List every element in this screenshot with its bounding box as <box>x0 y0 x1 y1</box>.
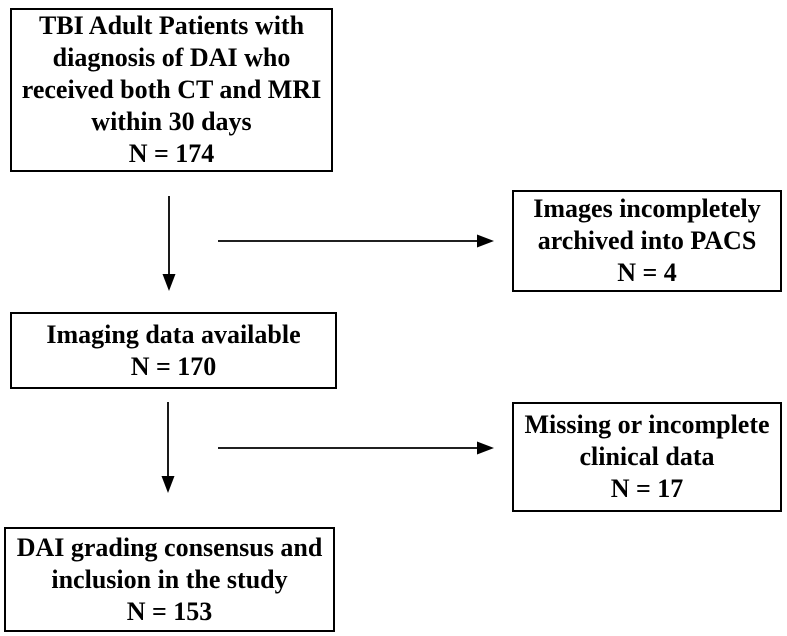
box-text-line: Imaging data available <box>46 319 301 349</box>
flow-box-imaging-available: Imaging data available N = 170 <box>10 312 337 389</box>
box-text-line: DAI grading consensus and <box>16 532 323 562</box>
box-text-line: within 30 days <box>91 107 252 136</box>
box-text-line: diagnosis of DAI who <box>52 43 291 72</box>
box-text-line: TBI Adult Patients with <box>38 11 305 40</box>
flow-box-included: DAI grading consensus and inclusion in t… <box>4 527 335 632</box>
box-n-count: N = 17 <box>610 474 684 503</box>
box-text-line: inclusion in the study <box>51 564 288 594</box>
down-arrow-imaging-to-included <box>161 402 175 493</box>
right-arrow-excluded-clinical <box>218 441 494 455</box>
right-arrow-excluded-pacs <box>218 234 494 248</box>
box-text-line: Images incompletely <box>533 194 761 223</box>
flow-box-excluded-pacs: Images incompletely archived into PACS N… <box>512 190 782 292</box>
box-n-count: N = 170 <box>130 351 217 381</box>
box-text-line: received both CT and MRI <box>21 75 322 104</box>
flow-box-population: TBI Adult Patients with diagnosis of DAI… <box>10 8 333 172</box>
box-n-count: N = 4 <box>617 258 677 287</box>
down-arrow-population-to-imaging <box>162 196 176 291</box>
box-n-count: N = 153 <box>126 596 213 626</box>
box-text-line: archived into PACS <box>537 226 757 255</box>
box-text-line: clinical data <box>579 442 715 471</box>
flow-box-excluded-clinical: Missing or incomplete clinical data N = … <box>512 402 782 512</box>
box-n-count: N = 174 <box>128 139 215 168</box>
box-text-line: Missing or incomplete <box>524 410 770 439</box>
